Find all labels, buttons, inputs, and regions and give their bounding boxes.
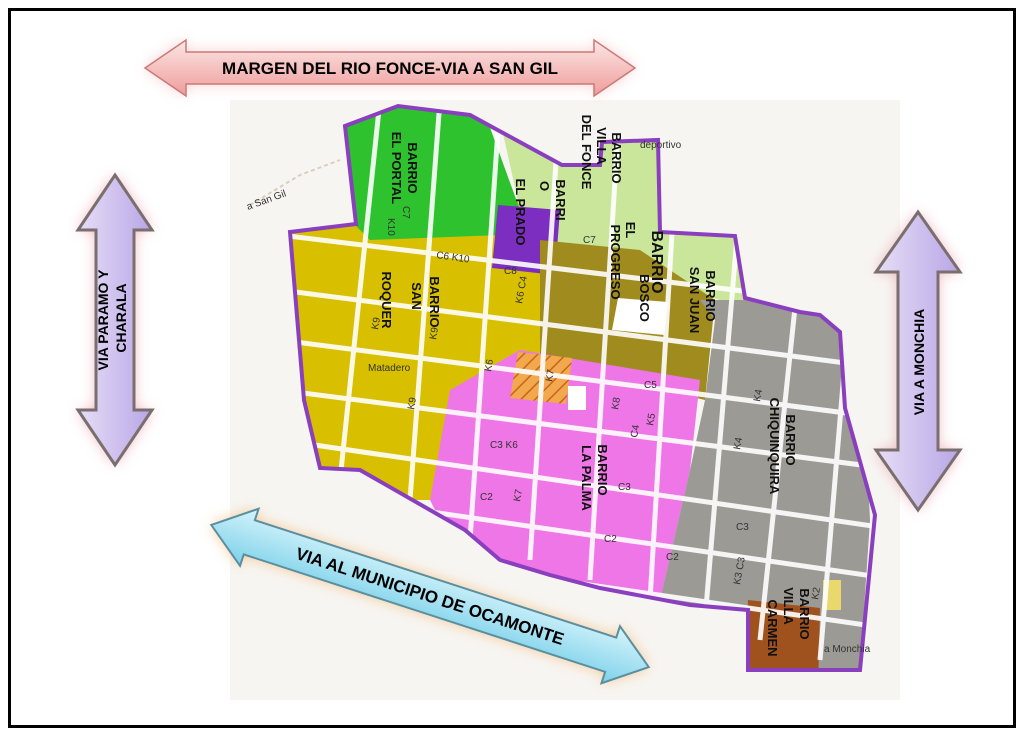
label-la-palma: BARRIO LA PALMA (579, 444, 610, 511)
arrow-west-label-2: CHARALA (113, 283, 129, 352)
svg-text:ROQUER: ROQUER (379, 271, 394, 329)
street-label: C7 (400, 206, 411, 219)
svg-text:VILLA: VILLA (781, 587, 796, 625)
street-label: C2 (666, 552, 679, 563)
place-to-monchia: a Monchia (824, 644, 871, 655)
svg-text:EL: EL (623, 222, 638, 239)
street-label: C6 K10 (436, 250, 471, 266)
street-label: K6 C4 (514, 275, 530, 305)
road-line (249, 159, 341, 206)
svg-text:EL PRADO: EL PRADO (513, 179, 528, 246)
svg-text:VILLA: VILLA (594, 127, 609, 165)
svg-text:BARRIO: BARRIO (797, 588, 812, 639)
label-chiquinquira: BARRIO CHIQUINQUIRA (767, 398, 798, 495)
street-label: C2 (480, 492, 493, 503)
svg-text:EL PORTAL: EL PORTAL (389, 132, 404, 205)
svg-text:DEL FONCE: DEL FONCE (579, 115, 594, 190)
street-label: K9 (406, 396, 419, 410)
street-label: K3 C3 (732, 556, 748, 586)
svg-text:BOSCO: BOSCO (637, 274, 652, 322)
arrow-north: MARGEN DEL RIO FONCE-VIA A SAN GIL (143, 38, 637, 98)
street-label: C4 (629, 424, 642, 439)
street-label: K4 (732, 436, 745, 450)
place-deportivo: deportivo (640, 140, 682, 151)
svg-text:BARRIO: BARRIO (405, 142, 420, 193)
street-label: K7 (512, 488, 525, 502)
street-label: K9 (370, 316, 383, 330)
svg-text:CHIQUINQUIRA: CHIQUINQUIRA (767, 398, 782, 495)
street-label: C5 (644, 380, 657, 391)
arrow-east: VIA A MONCHIA (873, 209, 963, 513)
street-label: K2 (810, 586, 823, 600)
label-el-prado: BARRI O EL PRADO (513, 179, 568, 246)
zone-chiquinquira (660, 300, 870, 670)
street-label: C2 (604, 534, 617, 545)
arrow-east-label: VIA A MONCHIA (911, 309, 927, 416)
svg-text:BARRI: BARRI (553, 179, 568, 220)
street-label: C7 (583, 235, 596, 246)
street-label: K8 (610, 396, 623, 410)
svg-text:PROGRESO: PROGRESO (608, 224, 623, 299)
svg-text:BARRIO: BARRIO (609, 132, 624, 183)
street-label: K4 (752, 388, 765, 402)
street-label: K10 (385, 218, 396, 236)
place-matadero: Matadero (368, 363, 411, 374)
municipal-boundary (287, 103, 878, 672)
label-san-roquer: BARRIO SAN ROQUER (379, 271, 442, 329)
svg-text:O: O (537, 181, 552, 191)
street-label: K6 (483, 358, 496, 372)
arrow-west-label-1: VIA PARAMO Y (95, 269, 111, 371)
street-label: K5 (645, 412, 658, 426)
street-label: C3 (736, 522, 749, 533)
street-label: K9 (428, 326, 441, 340)
svg-text:SAN: SAN (409, 282, 424, 309)
street-label: C8 (504, 266, 517, 277)
svg-text:BARRIO: BARRIO (427, 276, 442, 327)
plaza-block (612, 298, 668, 335)
svg-text:BARRIO: BARRIO (703, 270, 718, 321)
street-label: C3 (618, 482, 631, 493)
street-label: K7 (544, 368, 557, 382)
label-el-portal: BARRIO EL PORTAL (389, 132, 420, 205)
svg-text:CARMEN: CARMEN (765, 599, 780, 656)
svg-text:LA PALMA: LA PALMA (579, 445, 594, 511)
svg-text:BARRIO: BARRIO (648, 230, 665, 293)
svg-text:BARRIO: BARRIO (595, 444, 610, 495)
street-label: C3 K6 (490, 440, 518, 451)
town-districts (290, 106, 875, 670)
small-white-block (568, 386, 586, 410)
label-el-progreso: EL PROGRESO (608, 222, 638, 300)
svg-text:BARRIO: BARRIO (783, 414, 798, 465)
zone-la-palma (430, 350, 700, 600)
arrow-west: VIA PARAMO Y CHARALA (75, 172, 155, 468)
arrow-north-label: MARGEN DEL RIO FONCE-VIA A SAN GIL (222, 59, 558, 78)
svg-text:SAN JUAN: SAN JUAN (687, 267, 702, 333)
label-villa-del-fonce: BARRIO VILLA DEL FONCE (579, 115, 624, 190)
label-villa-carmen: BARRIO VILLA CARMEN (765, 587, 812, 656)
street-labels: C7 K10 C6 K10 C8 C7 K6 C4 K9 K9 K6 K9 K7… (370, 206, 823, 601)
label-san-juan-bosco: BARRIO BARRIO SAN JUAN BOSCO (637, 230, 718, 333)
